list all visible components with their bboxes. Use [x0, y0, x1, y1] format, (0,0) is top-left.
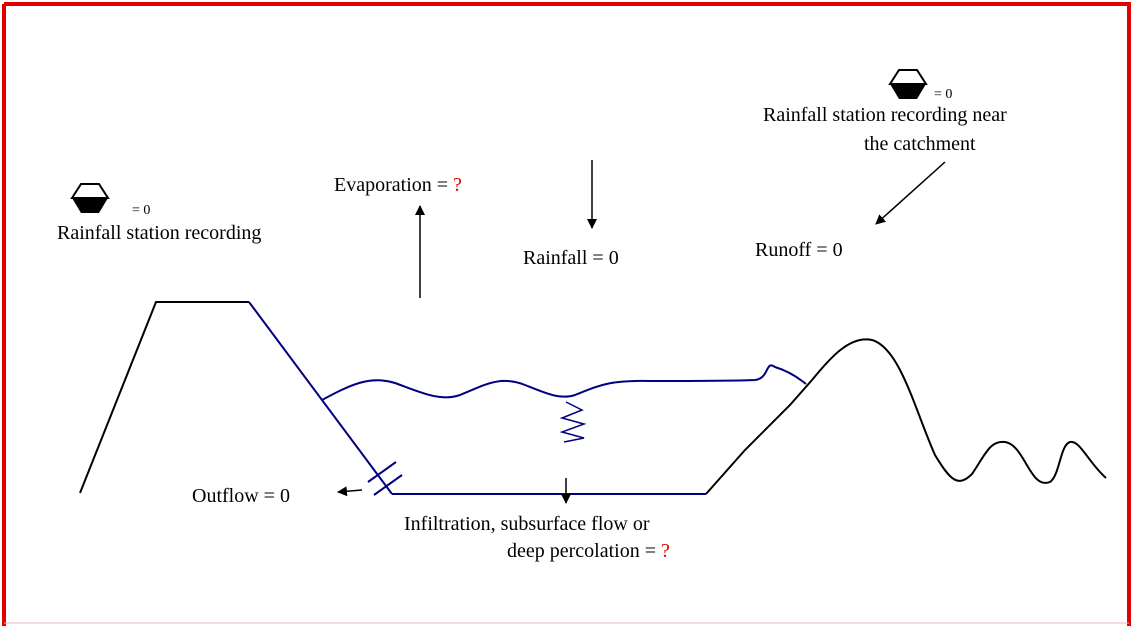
infiltration-text: deep percolation =: [507, 540, 661, 562]
evaporation-text: Evaporation =: [334, 174, 453, 196]
infiltration-label-line1: Infiltration, subsurface flow or: [404, 513, 650, 535]
station-left-caption: Rainfall station recording: [57, 222, 261, 244]
runoff-label: Runoff = 0: [755, 239, 843, 261]
infiltration-unknown: ?: [661, 540, 670, 562]
station-right-caption-line1: Rainfall station recording near: [763, 104, 1007, 126]
outlet-mark: [373, 474, 403, 496]
evaporation-unknown: ?: [453, 174, 462, 196]
right-hills: [705, 338, 1107, 495]
rainfall-label: Rainfall = 0: [523, 247, 619, 269]
seepage-squiggle: [559, 401, 587, 443]
outflow-arrow: [337, 486, 363, 497]
left-ridge: [79, 301, 249, 494]
runoff-arrow: [875, 161, 946, 225]
rain-gauge-icon: [70, 183, 110, 213]
outlet-mark: [367, 461, 397, 483]
station-left-value: = 0: [132, 203, 150, 218]
infiltration-label-line2: deep percolation = ?: [507, 540, 670, 562]
water-surface: [321, 364, 807, 401]
station-right-value: = 0: [934, 87, 952, 102]
evaporation-label: Evaporation = ?: [334, 174, 462, 196]
outflow-label: Outflow = 0: [192, 485, 290, 507]
reservoir-left-bank: [248, 301, 393, 495]
rain-gauge-icon: [888, 69, 928, 99]
station-right-caption-line2: the catchment: [864, 133, 976, 155]
